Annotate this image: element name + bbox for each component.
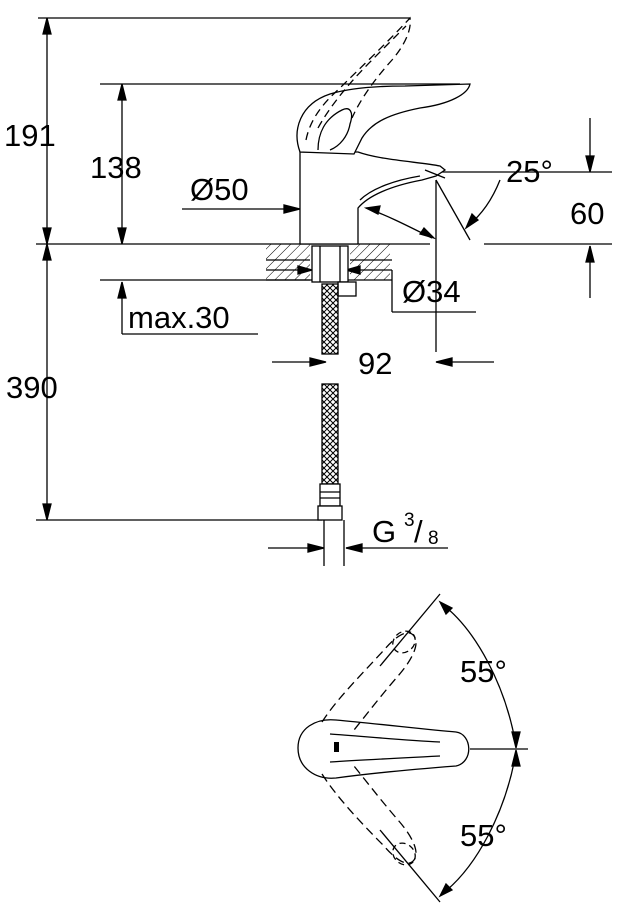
arrow-55-upper-end (511, 731, 521, 749)
cartridge-mark (334, 742, 339, 752)
lever-rotated-up (321, 632, 417, 731)
arc-55-lower (441, 751, 517, 895)
arrow-55-upper-start (438, 600, 454, 616)
spout-angle-ray (435, 179, 471, 241)
ray-upper (379, 593, 441, 667)
arrow-d34-right (343, 265, 361, 275)
deck-hatch-left (266, 244, 310, 280)
arrow-92-right (435, 357, 453, 367)
lever-rotated-up-tip (392, 630, 416, 654)
lever-top-view (297, 719, 470, 779)
hose-upper (321, 283, 339, 355)
label-thread-denominator: 8 (428, 528, 439, 549)
arrow-55-lower-start (511, 749, 521, 767)
label-d34: Ø34 (402, 274, 461, 309)
label-92: 92 (358, 346, 392, 381)
lever-rotated-down (321, 765, 417, 864)
arrow-max30 (117, 281, 127, 299)
label-thread-numerator: 3 (404, 510, 415, 531)
label-d50: Ø50 (190, 172, 249, 207)
hose-lower (321, 383, 339, 485)
label-55-lower: 55° (460, 818, 507, 853)
arrow-angle-25 (464, 212, 480, 230)
arrow-60-top (585, 155, 595, 173)
arrow-spout-arc (363, 205, 381, 215)
arrow-d34-left (297, 265, 315, 275)
label-191: 191 (4, 118, 56, 153)
label-max30: max.30 (128, 300, 230, 335)
hose-fitting (319, 483, 341, 507)
spout-outlet (424, 169, 446, 179)
label-138: 138 (90, 150, 142, 185)
mounting-stud (311, 245, 349, 283)
arc-55-upper (441, 603, 517, 747)
label-55-upper: 55° (460, 654, 507, 689)
arrow-92-left (309, 357, 327, 367)
label-g-thread: G (372, 514, 396, 549)
arrow-60-bottom (585, 245, 595, 263)
arrow-spout-arc-end (418, 226, 437, 240)
arrow-390-top (42, 243, 52, 261)
deck-hatch-right (350, 244, 390, 280)
label-thread-slash: / (414, 514, 423, 549)
label-60: 60 (570, 196, 604, 231)
arrow-g-left (307, 543, 325, 553)
side-view (36, 16, 612, 566)
lever-handle (296, 83, 471, 155)
top-view (297, 593, 528, 903)
lever-rotated-down-tip (392, 842, 416, 866)
arrow-d50 (283, 204, 301, 214)
arrow-138-bottom (117, 227, 127, 245)
tap-body (299, 151, 447, 245)
ray-lower (379, 829, 441, 903)
lever-raised-outline (305, 16, 411, 141)
spout-inner-curve (359, 175, 421, 201)
arrow-191-bottom (42, 227, 52, 245)
lever-raised-inner (317, 25, 407, 129)
label-390: 390 (6, 370, 58, 405)
arrow-191-top (42, 17, 52, 35)
stud-nut (337, 281, 357, 297)
arrow-138-top (117, 83, 127, 101)
arrow-390-bottom (42, 503, 52, 521)
connection-nut (317, 505, 343, 521)
label-25-degrees: 25° (506, 154, 553, 189)
arrow-g-right (345, 543, 363, 553)
arrow-55-lower-end (438, 882, 454, 898)
lever-detail-line (317, 108, 353, 151)
lever-top-inner (329, 733, 441, 763)
